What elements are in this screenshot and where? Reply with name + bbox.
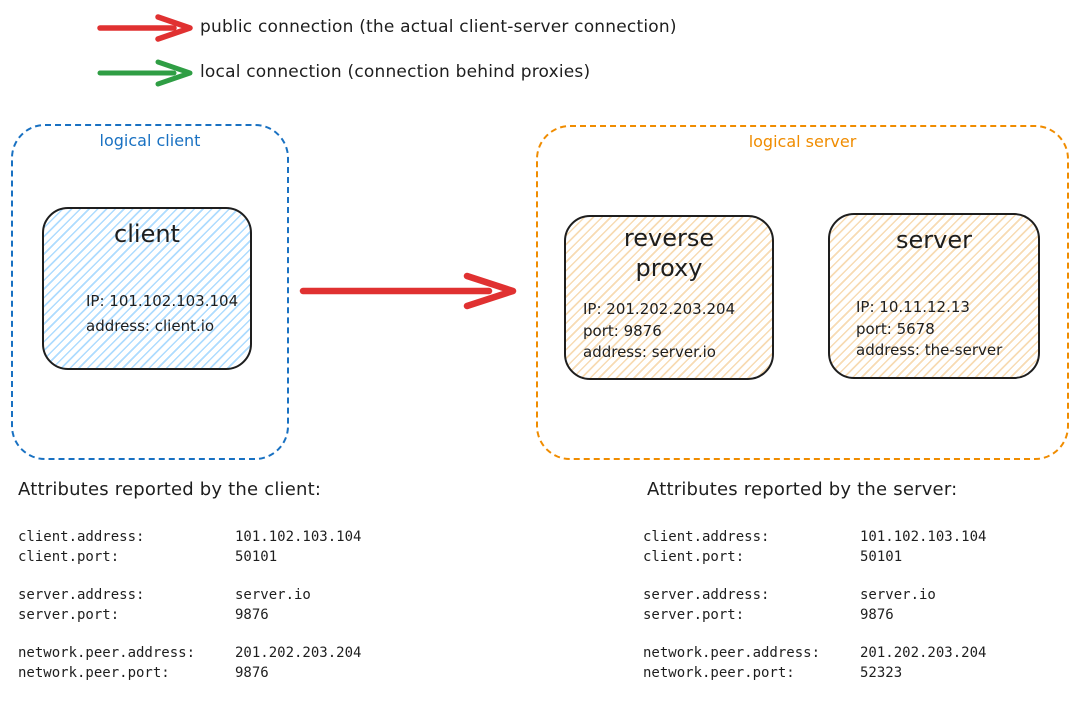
server-node-info: IP: 10.11.12.13 port: 5678 address: the-… (856, 297, 1002, 362)
public-connection-arrow-icon (97, 14, 193, 42)
client-node-title: client (114, 220, 180, 248)
public-connection-main-arrow-icon (299, 272, 517, 310)
attr-row: server.address: server.io (18, 586, 361, 606)
attr-value: server.io (860, 587, 936, 603)
attr-row: network.peer.port: 52323 (643, 664, 986, 684)
server-info-line: port: 5678 (856, 319, 935, 338)
attr-value: 101.102.103.104 (860, 529, 987, 545)
client-node-info-line: IP: 101.102.103.104 (86, 292, 239, 310)
attr-value: 201.202.203.204 (860, 645, 987, 661)
attr-group: client.address: 101.102.103.104 client.po… (18, 528, 361, 567)
attr-key: network.peer.port: (18, 664, 170, 681)
reverse-proxy-node-title: reverse proxy (623, 224, 715, 282)
attr-value: 52323 (860, 664, 903, 681)
legend-label-public: public connection (the actual client-ser… (200, 17, 677, 37)
attr-key: server.address: (643, 587, 770, 603)
attr-row: server.port: 9876 (18, 606, 361, 626)
client-attributes-panel: Attributes reported by the client: clien… (18, 479, 361, 702)
reverse-proxy-node-info: IP: 201.202.203.204 port: 9876 address: … (583, 299, 735, 364)
attr-value: 50101 (860, 548, 903, 565)
server-attributes-panel: Attributes reported by the server: clien… (643, 479, 986, 702)
attr-row: network.peer.address: 201.202.203.204 (643, 644, 986, 664)
attr-row: client.address: 101.102.103.104 (18, 528, 361, 548)
attr-row: server.address: server.io (643, 586, 986, 606)
attr-row: client.address: 101.102.103.104 (643, 528, 986, 548)
attr-value: 9876 (235, 664, 269, 681)
logical-client-group: logical client client IP: 101.102.103.10… (11, 124, 289, 460)
server-attributes-title: Attributes reported by the server: (647, 479, 958, 500)
server-node: server IP: 10.11.12.13 port: 5678 addres… (828, 213, 1040, 379)
client-node: client IP: 101.102.103.104 address: clie… (42, 207, 252, 370)
attr-key: client.address: (643, 529, 770, 545)
attr-row: network.peer.port: 9876 (18, 664, 361, 684)
attr-group: server.address: server.io server.port: 987… (18, 586, 361, 625)
attr-value: 9876 (860, 606, 894, 623)
attr-value: 101.102.103.104 (235, 529, 362, 545)
client-attributes-title: Attributes reported by the client: (18, 479, 322, 500)
attr-key: network.peer.port: (643, 664, 795, 681)
reverse-proxy-info-line: IP: 201.202.203.204 (583, 300, 736, 318)
attr-key: network.peer.address: (18, 645, 196, 661)
attr-group: network.peer.address: 201.202.203.204 net… (18, 644, 361, 683)
attr-group: network.peer.address: 201.202.203.204 net… (643, 644, 986, 683)
attr-value: server.io (235, 587, 311, 603)
server-info-line: IP: 10.11.12.13 (856, 298, 970, 316)
attr-group: server.address: server.io server.port: 987… (643, 586, 986, 625)
logical-server-group: logical server reverse proxy IP: 201.202… (536, 125, 1069, 460)
reverse-proxy-info-line: address: server.io (583, 343, 716, 361)
client-node-info: IP: 101.102.103.104 address: client.io (86, 289, 238, 339)
attr-value: 201.202.203.204 (235, 645, 362, 661)
server-info-line: address: the-server (856, 341, 1003, 359)
client-node-info-line: address: client.io (86, 317, 215, 335)
attr-key: server.port: (643, 606, 745, 623)
attr-row: client.port: 50101 (643, 548, 986, 568)
reverse-proxy-info-line: port: 9876 (583, 321, 662, 340)
reverse-proxy-node: reverse proxy IP: 201.202.203.204 port: … (564, 215, 774, 380)
attr-key: client.address: (18, 529, 145, 545)
local-connection-arrow-icon (97, 59, 193, 87)
attr-value: 9876 (235, 606, 269, 623)
attr-row: client.port: 50101 (18, 548, 361, 568)
attr-key: server.address: (18, 587, 145, 603)
legend-label-local: local connection (connection behind prox… (200, 62, 591, 82)
logical-client-label: logical client (99, 131, 201, 150)
attr-key: client.port: (643, 548, 745, 565)
attr-key: network.peer.address: (643, 645, 821, 661)
attr-key: client.port: (18, 548, 120, 565)
server-node-title: server (896, 226, 972, 254)
attr-group: client.address: 101.102.103.104 client.po… (643, 528, 986, 567)
attr-key: server.port: (18, 606, 120, 623)
attr-row: server.port: 9876 (643, 606, 986, 626)
attr-value: 50101 (235, 548, 278, 565)
attr-row: network.peer.address: 201.202.203.204 (18, 644, 361, 664)
logical-server-label: logical server (748, 132, 857, 151)
